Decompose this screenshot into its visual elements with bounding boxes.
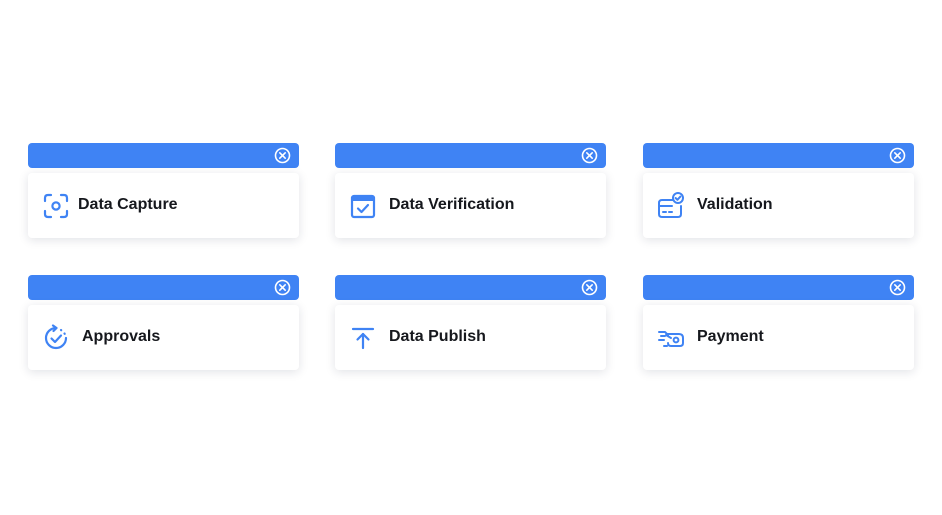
card-label: Approvals xyxy=(82,328,161,345)
payment-card-icon xyxy=(658,331,684,347)
checkbox-window-icon xyxy=(350,194,376,219)
card-body[interactable]: Approvals xyxy=(28,305,299,370)
scan-focus-icon xyxy=(43,193,69,219)
upload-arrow-icon xyxy=(351,327,375,350)
refresh-check-icon xyxy=(44,324,68,350)
card-check-icon xyxy=(658,192,684,218)
card-header xyxy=(335,275,606,300)
card-body[interactable]: Data Capture xyxy=(28,173,299,238)
card-body[interactable]: Data Verification xyxy=(335,173,606,238)
close-circle-icon[interactable] xyxy=(581,147,598,164)
card-label: Validation xyxy=(697,196,773,213)
close-circle-icon[interactable] xyxy=(274,147,291,164)
card-label: Data Capture xyxy=(78,196,178,213)
card-label: Data Verification xyxy=(389,196,515,213)
card-body[interactable]: Payment xyxy=(643,305,914,370)
card-payment: Payment xyxy=(643,275,914,370)
card-label: Payment xyxy=(697,328,764,345)
card-body[interactable]: Data Publish xyxy=(335,305,606,370)
card-label: Data Publish xyxy=(389,328,486,345)
card-header xyxy=(643,143,914,168)
card-validation: Validation xyxy=(643,143,914,238)
close-circle-icon[interactable] xyxy=(889,147,906,164)
card-data-capture: Data Capture xyxy=(28,143,299,238)
card-approvals: Approvals xyxy=(28,275,299,370)
card-header xyxy=(335,143,606,168)
card-data-publish: Data Publish xyxy=(335,275,606,370)
card-header xyxy=(28,275,299,300)
card-header xyxy=(28,143,299,168)
close-circle-icon[interactable] xyxy=(274,279,291,296)
card-header xyxy=(643,275,914,300)
close-circle-icon[interactable] xyxy=(889,279,906,296)
close-circle-icon[interactable] xyxy=(581,279,598,296)
card-data-verification: Data Verification xyxy=(335,143,606,238)
card-body[interactable]: Validation xyxy=(643,173,914,238)
